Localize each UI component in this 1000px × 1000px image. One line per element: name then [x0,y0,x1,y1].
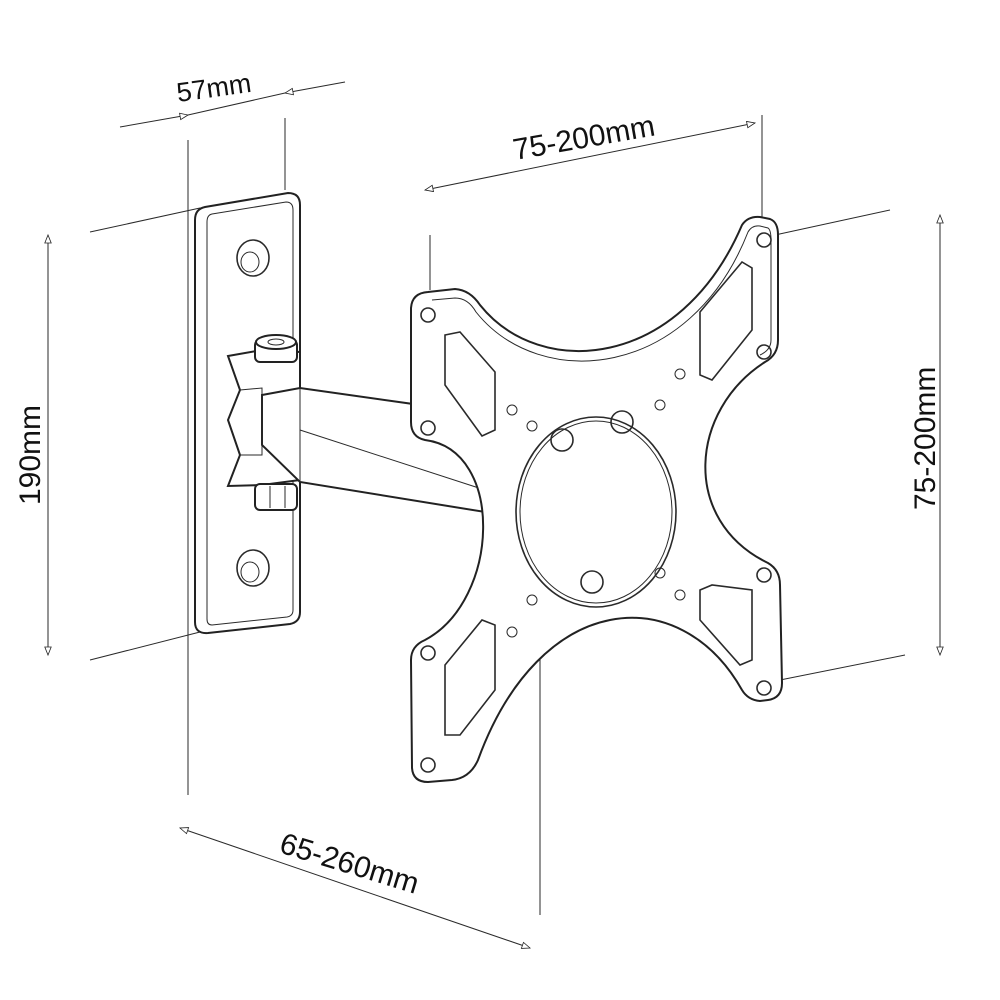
vesa-center-circle [515,416,677,608]
dimension-lines [44,81,944,949]
wall-plate-hole-top [236,239,270,277]
label-extension: 65-260mm [276,827,423,900]
vesa-mount-holes [420,232,772,773]
extension-lines [89,115,906,915]
label-wall-plate-height: 190mm [14,405,47,505]
hinge-bolt-top [254,334,298,363]
label-vesa-vertical: 75-200mm [909,367,942,510]
vesa-plate [409,215,784,784]
hinge-bolt-bottom [254,483,298,511]
label-wall-plate-depth: 57mm [175,68,253,108]
vesa-plate-slots [444,260,753,736]
label-vesa-horizontal: 75-200mm [510,109,657,166]
wall-plate-hole-bottom [236,549,270,587]
